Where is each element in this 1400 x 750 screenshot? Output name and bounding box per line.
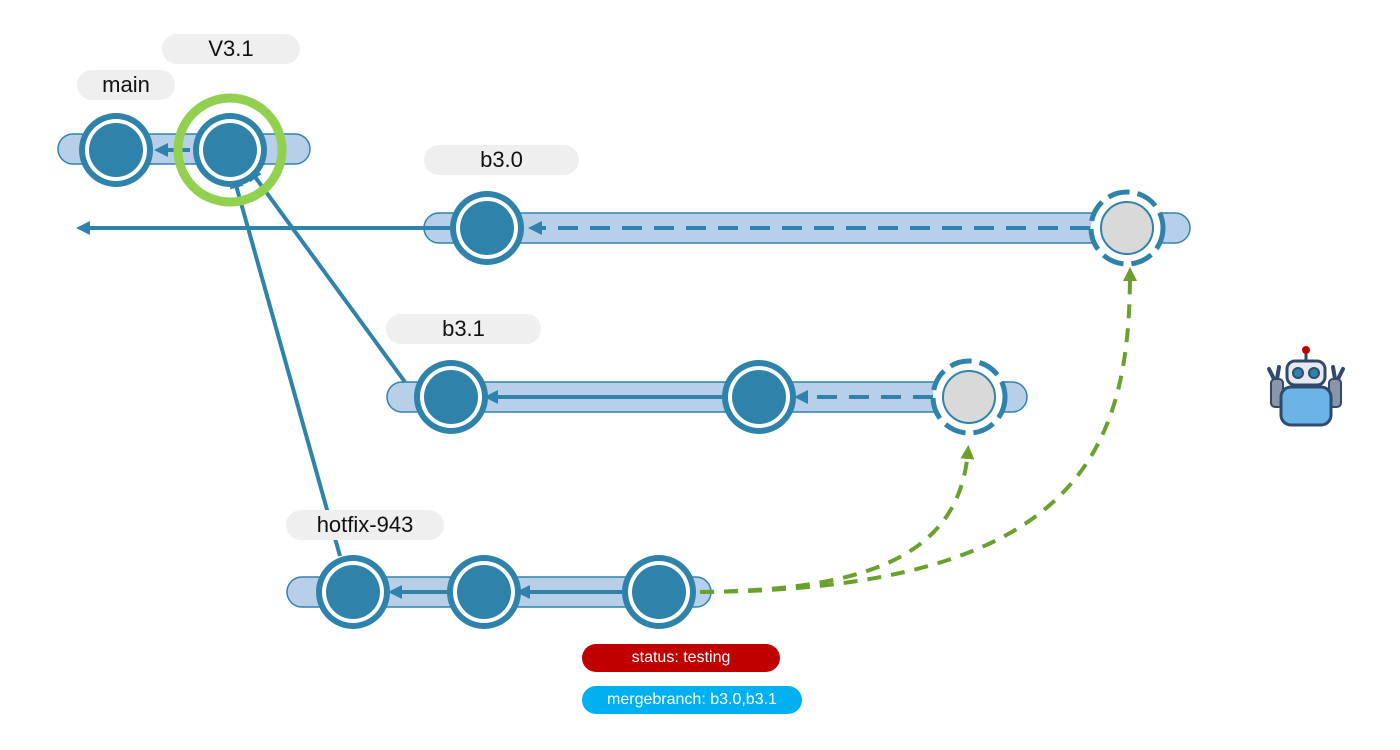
arrow-hotfix-to-v31 — [229, 174, 342, 557]
merge-arrow-to-b31 — [699, 445, 975, 594]
mergebranch-badge: mergebranch: b3.0,b3.1 — [582, 686, 802, 714]
commit-v31-tag — [173, 93, 287, 207]
commit-hotfix-3 — [622, 555, 696, 629]
robot-icon — [1267, 346, 1345, 427]
tag-label-v31: V3.1 — [162, 34, 300, 64]
branch-label-hotfix: hotfix-943 — [286, 510, 444, 540]
commit-hotfix-2 — [447, 555, 521, 629]
commit-b30-pending — [1088, 189, 1166, 267]
commit-hotfix-1 — [316, 555, 390, 629]
branch-label-b31: b3.1 — [386, 314, 541, 344]
commit-b31-pending — [930, 358, 1008, 436]
commit-b30-1 — [450, 191, 524, 265]
commit-main-1 — [79, 113, 153, 187]
commit-b31-2 — [722, 360, 796, 434]
arrow-b31-to-v31 — [247, 166, 407, 384]
commit-b31-1 — [414, 360, 488, 434]
status-badge: status: testing — [582, 644, 780, 672]
branch-label-b30: b3.0 — [424, 145, 579, 175]
branch-label-main: main — [77, 70, 175, 100]
